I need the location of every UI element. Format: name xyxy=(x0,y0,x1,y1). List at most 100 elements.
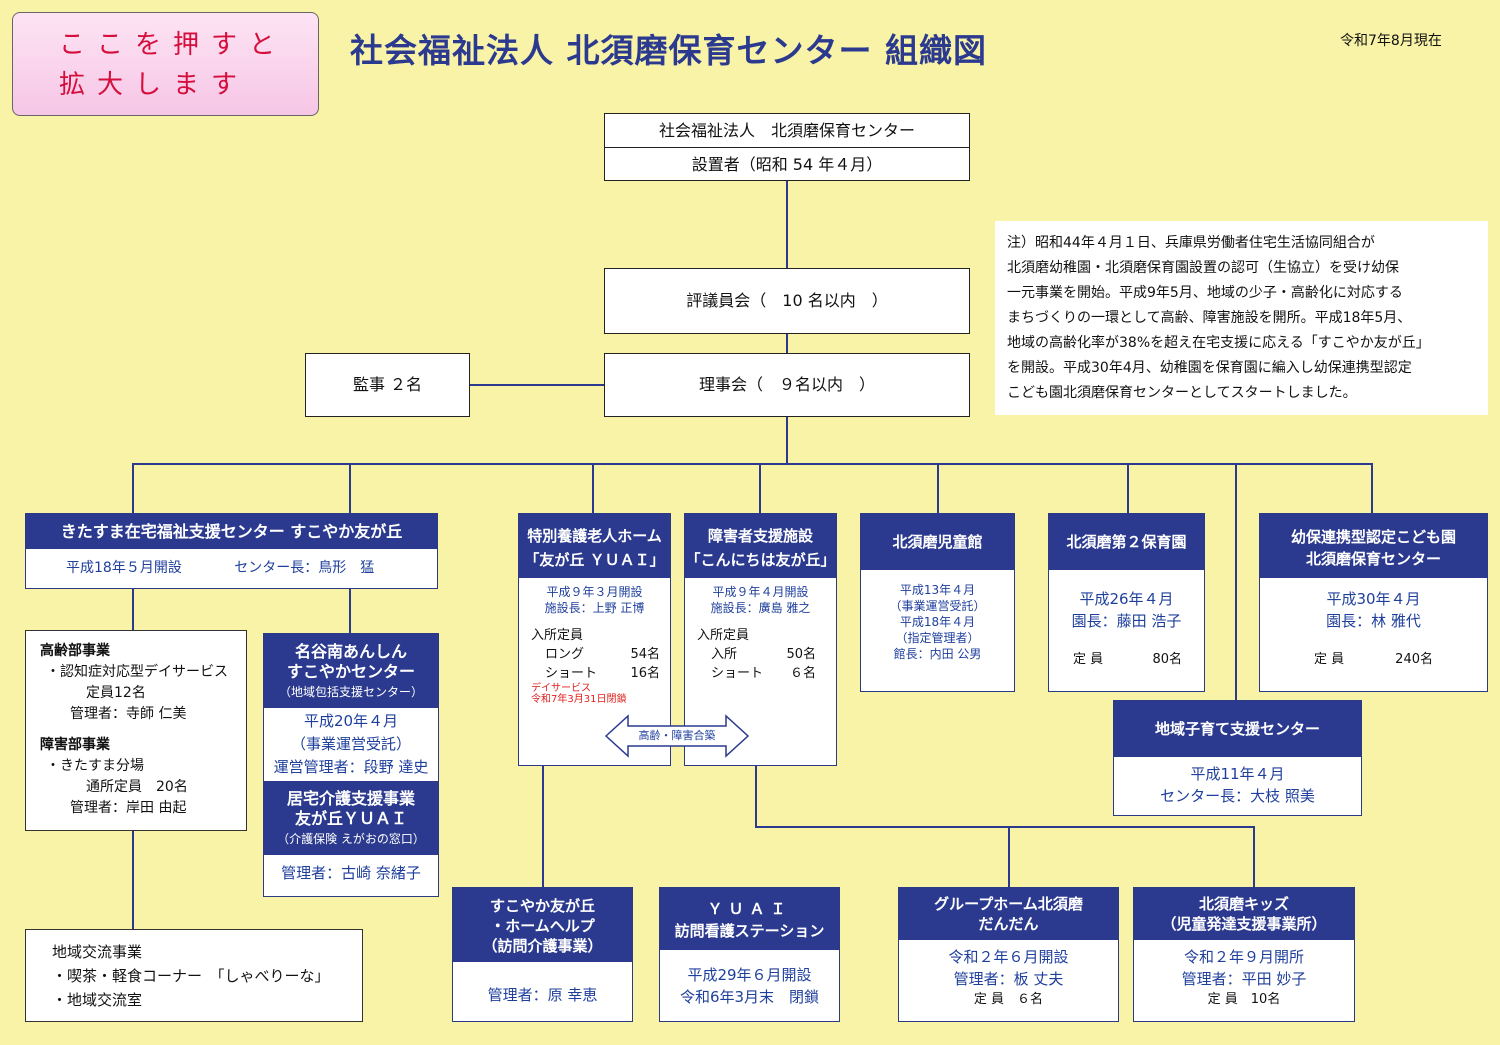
kyotaku-name: 友が丘ＹＵＡＩ xyxy=(294,809,407,828)
anshin-name: 名谷南あんしん xyxy=(294,642,407,661)
jidokan-date: 平成13年４月 xyxy=(899,583,976,597)
kyotaku-sub: （介護保険 えがおの窓口） xyxy=(277,832,425,846)
kids-name: 北須磨キッズ xyxy=(1198,895,1289,913)
note-line: 地域の高齢化率が38%を超え在宅支援に応える「すこやか友が丘」 xyxy=(1007,335,1430,351)
connector xyxy=(755,826,1255,828)
gh-capacity: 定 員 ６名 xyxy=(973,992,1044,1007)
tokuyo-director: 施設長：上野 正博 xyxy=(544,601,645,615)
tokuyo-day-note: デイサービス xyxy=(531,683,591,694)
jidokan-director: 館長：内田 公男 xyxy=(893,647,982,661)
community-title: 地域交流事業 xyxy=(52,943,143,961)
kyotaku-manager: 管理者：古崎 奈緒子 xyxy=(281,864,421,882)
jidokan-type: （指定管理者） xyxy=(895,631,980,645)
tokuyo-short-val: 16名 xyxy=(630,666,660,681)
connector xyxy=(542,765,544,845)
kids-opened: 令和２年９月開所 xyxy=(1183,948,1304,966)
elderly-service: ・認知症対応型デイサービス xyxy=(46,664,228,680)
anshin-type: （事業運営受託） xyxy=(290,735,411,753)
kyotaku-name: 居宅介護支援事業 xyxy=(286,789,415,808)
houmon-opened: 平成29年６月開設 xyxy=(687,966,812,984)
connector xyxy=(937,463,939,515)
shogai-short-val: ６名 xyxy=(789,666,816,681)
hoikuen2-date: 平成26年４月 xyxy=(1079,590,1174,608)
anshin-box: 名谷南あんしん すこやかセンター （地域包括支援センター） 平成20年４月 （事… xyxy=(263,633,439,897)
hoikuen2-cap-val: 80名 xyxy=(1152,652,1182,667)
kodomoen-date: 平成30年４月 xyxy=(1326,590,1421,608)
connector xyxy=(1253,826,1255,888)
connector xyxy=(1127,463,1129,515)
shogai-director: 施設長：廣島 雅之 xyxy=(710,601,811,615)
connector xyxy=(592,463,594,515)
zoom-button[interactable]: ここを押すと 拡大します xyxy=(12,12,319,116)
elderly-dept-title: 高齢部事業 xyxy=(40,643,110,659)
disability-capacity: 通所定員 20名 xyxy=(86,779,188,795)
houmon-closed: 令和6年3月末 閉鎖 xyxy=(679,988,820,1006)
tokuyo-day-note: 令和7年3月31日閉鎖 xyxy=(531,694,627,705)
elderly-capacity: 定員12名 xyxy=(86,685,146,701)
shogai-name: 「こんにちは友が丘」 xyxy=(685,551,836,569)
kids-manager: 管理者：平田 妙子 xyxy=(1181,970,1307,988)
homehelp-name: （訪問介護事業） xyxy=(482,937,603,955)
gh-name: グループホーム北須磨 xyxy=(934,895,1083,913)
disability-dept-title: 障害部事業 xyxy=(40,737,110,753)
joint-arrow xyxy=(604,714,750,758)
auditor-box: 監事 ２名 xyxy=(305,353,470,417)
houmon-name: ＹＵＡＩ xyxy=(707,900,792,918)
anshin-name: すこやかセンター xyxy=(286,662,415,681)
joint-arrow-shape xyxy=(604,714,750,758)
connector xyxy=(469,384,605,386)
connector xyxy=(1008,826,1010,888)
note-line: 注）昭和44年４月１日、兵庫県労働者住宅生活協同組合が xyxy=(1007,235,1375,251)
kodomoen-cap-val: 240名 xyxy=(1395,652,1433,667)
shogai-opened: 平成９年４月開設 xyxy=(712,585,809,599)
kosodate-date: 平成11年４月 xyxy=(1190,765,1285,783)
tokuyo-box: 特別養護老人ホーム 「友が丘 ＹＵＡＩ」 平成９年３月開設 施設長：上野 正博 … xyxy=(518,513,671,766)
kosodate-name: 地域子育て支援センター xyxy=(1114,701,1361,757)
kodomoen-cap-label: 定 員 xyxy=(1314,652,1345,667)
jidokan-box: 北須磨児童館 平成13年４月 （事業運営受託） 平成18年４月 （指定管理者） … xyxy=(860,513,1015,692)
gh-name: だんだん xyxy=(978,915,1039,933)
shogai-in-val: 50名 xyxy=(786,647,816,662)
kosodate-box: 地域子育て支援センター 平成11年４月 センター長：大枝 照美 xyxy=(1113,700,1362,816)
depts-box: 高齢部事業 ・認知症対応型デイサービス 定員12名 管理者：寺師 仁美 障害部事… xyxy=(25,630,247,831)
connector xyxy=(132,830,134,930)
page-title: 社会福祉法人 北須磨保育センター 組織図 xyxy=(350,31,987,70)
connector xyxy=(786,333,788,353)
houmon-box: ＹＵＡＩ 訪問看護ステーション 平成29年６月開設 令和6年3月末 閉鎖 xyxy=(659,887,840,1022)
connector xyxy=(132,588,134,630)
homehelp-name: すこやか友が丘 xyxy=(489,897,595,915)
anshin-sub: （地域包括支援センター） xyxy=(278,685,423,699)
community-item: ・喫茶・軽食コーナー 「しゃべりーな」 xyxy=(52,967,330,985)
connector xyxy=(786,180,788,268)
history-note: 注）昭和44年４月１日、兵庫県労働者住宅生活協同組合が 北須磨幼稚園・北須磨保育… xyxy=(995,221,1488,415)
homehelp-name: ・ホームヘルプ xyxy=(490,917,595,935)
kids-box: 北須磨キッズ （児童発達支援事業所） 令和２年９月開所 管理者：平田 妙子 定 … xyxy=(1133,887,1355,1022)
anshin-date: 平成20年４月 xyxy=(303,712,399,730)
as-of-date: 令和7年8月現在 xyxy=(1340,33,1442,49)
kitasuma-center-box: きたすま在宅福祉支援センター すこやか友が丘 平成18年５月開設 センター長：鳥… xyxy=(25,513,438,589)
kodomoen-director: 園長：林 雅代 xyxy=(1326,612,1421,630)
note-line: 一元事業を開始。平成9年5月、地域の少子・高齢化に対応する xyxy=(1007,285,1403,301)
kids-name: （児童発達支援事業所） xyxy=(1161,915,1327,933)
connector xyxy=(132,463,134,515)
note-line: こども園北須磨保育センターとしてスタートしました。 xyxy=(1007,385,1357,401)
connector xyxy=(1235,463,1237,701)
shogai-box: 障害者支援施設 「こんにちは友が丘」 平成９年４月開設 施設長：廣島 雅之 入所… xyxy=(684,513,837,766)
founder-box: 社会福祉法人 北須磨保育センター 設置者（昭和 54 年４月） xyxy=(604,113,970,181)
connector xyxy=(132,463,1372,465)
council-box: 評議員会（ 10 名以内 ） xyxy=(604,268,970,334)
zoom-label-1: ここを押すと xyxy=(59,30,288,60)
homehelp-manager: 管理者：原 幸恵 xyxy=(487,986,598,1004)
note-line: 北須磨幼稚園・北須磨保育園設置の認可（生協立）を受け幼保 xyxy=(1007,260,1399,276)
elderly-manager: 管理者：寺師 仁美 xyxy=(70,706,187,722)
shogai-cap-title: 入所定員 xyxy=(697,628,750,643)
gh-manager: 管理者：板 丈夫 xyxy=(953,970,1064,988)
hoikuen2-cap-label: 定 員 xyxy=(1073,652,1104,667)
kids-capacity: 定 員 10名 xyxy=(1207,992,1281,1007)
disability-service: ・きたすま分場 xyxy=(46,758,144,774)
shogai-in-label: 入所 xyxy=(711,647,738,662)
community-box: 地域交流事業 ・喫茶・軽食コーナー 「しゃべりーな」 ・地域交流室 xyxy=(25,929,363,1022)
hoikuen2-director: 園長：藤田 浩子 xyxy=(1071,612,1182,630)
kitasuma-center-director: センター長：鳥形 猛 xyxy=(234,560,375,576)
